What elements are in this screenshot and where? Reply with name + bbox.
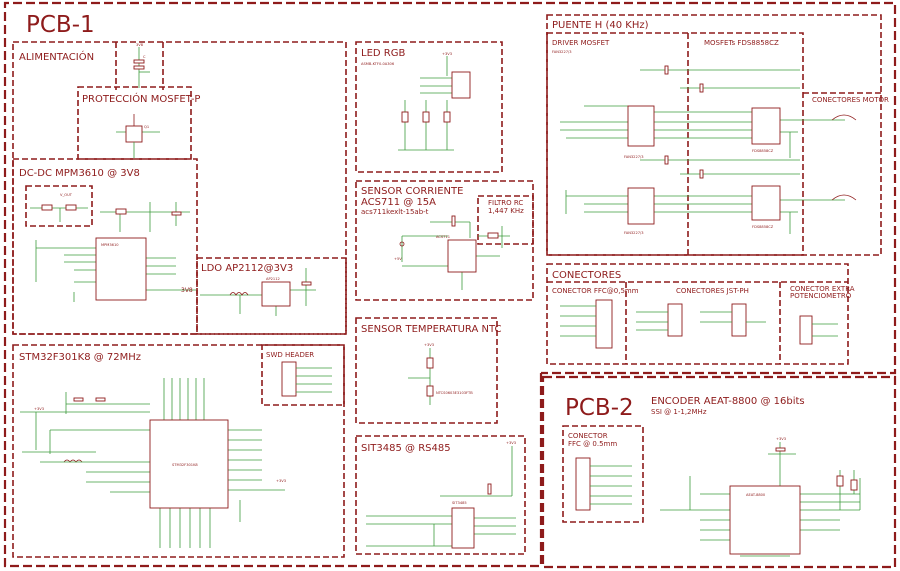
fds8858-upper-chip xyxy=(751,107,781,145)
section-ntc xyxy=(355,317,498,424)
rs485-wiring xyxy=(366,446,516,547)
rs485-title: SIT3485 @ RS485 xyxy=(361,443,451,454)
corriente-subtitle: acs711kexlt-15ab-t xyxy=(361,208,429,216)
vout-net: V_OUT xyxy=(60,193,73,197)
ldo-title: LDO AP2112@3V3 xyxy=(201,263,293,274)
fds8858-lower-label: FDS8858CZ xyxy=(752,225,774,229)
stm32-title: STM32F301K8 @ 72MHz xyxy=(19,352,141,363)
fan3227-lower-chip xyxy=(627,187,655,225)
input-capacitor: C xyxy=(133,47,150,88)
acs711-chip xyxy=(447,239,477,273)
pot-title: CONECTOR EXTRA xyxy=(790,285,855,293)
pcb2-title: PCB-2 xyxy=(565,395,634,421)
mpm3610-label: MPM3610 xyxy=(101,243,119,247)
corriente-title2: ACS711 @ 15A xyxy=(361,197,436,208)
dcdc-title: DC-DC MPM3610 @ 3V8 xyxy=(19,168,140,179)
conectores-title: CONECTORES xyxy=(552,270,621,281)
svg-text:+3V3: +3V3 xyxy=(424,343,434,347)
fan3227-upper-label: FAN3227/3 xyxy=(624,155,644,159)
ffc2-box xyxy=(562,425,644,523)
section-led-rgb xyxy=(355,41,503,173)
section-conectores xyxy=(546,263,849,365)
stm32-3v3-net: +3V3 xyxy=(34,407,44,411)
sit3485-chip xyxy=(451,507,475,549)
ffc1-title: CONECTOR FFC@0,5mm xyxy=(552,287,639,295)
pcb1-frame xyxy=(3,1,897,568)
stm32-label: STM32F301K8 xyxy=(172,463,198,467)
filtro-rc-box xyxy=(477,195,534,245)
filtro-title: FILTRO RC xyxy=(488,199,523,207)
fan3227-upper-chip xyxy=(627,105,655,147)
ap2112-chip xyxy=(261,281,291,307)
rs485-3v3-net: +3V3 xyxy=(506,441,516,445)
section-ldo xyxy=(196,257,347,335)
dcdc-output-net: 3V8 xyxy=(181,287,193,294)
encoder-title: ENCODER AEAT-8800 @ 16bits xyxy=(651,396,805,407)
ffc2-title: CONECTOR xyxy=(568,432,608,440)
filtro-value: 1,447 KHz xyxy=(488,207,524,215)
stm32-chip xyxy=(149,419,229,509)
ap2112-label: AP2112 xyxy=(266,277,280,281)
section-rs485 xyxy=(355,435,526,555)
aeat8800-chip xyxy=(729,485,801,555)
swd-header xyxy=(281,361,332,397)
sit3485-label: SIT3485 xyxy=(452,501,467,505)
aeat8800-label: AEAT-8800 xyxy=(746,493,766,497)
motor-title: CONECTORES MOTOR xyxy=(812,96,889,104)
alimentacion-title: ALIMENTACIÓN xyxy=(19,50,94,63)
section-stm32 xyxy=(12,344,345,558)
ntc-wiring: +3V3 xyxy=(408,343,434,405)
swd-title: SWD HEADER xyxy=(266,351,314,359)
corriente-5v-net: +5V xyxy=(394,257,402,261)
section-dcdc xyxy=(12,158,198,335)
connector-bodies xyxy=(560,299,838,349)
mosfets-title: MOSFETs FDS8858CZ xyxy=(704,39,779,47)
led-subtitle: ASMB-KTF0-0A306 xyxy=(361,62,395,66)
puente-title: PUENTE H (40 KHz) xyxy=(552,20,649,31)
ffc2-connector xyxy=(575,457,632,511)
input-3v8-net: 3V8 xyxy=(136,43,144,47)
section-proteccion xyxy=(77,86,192,160)
led-title: LED RGB xyxy=(361,48,405,59)
proteccion-title: PROTECCIÓN MOSFET-P xyxy=(82,92,200,105)
swd-box xyxy=(261,344,345,406)
pcb2-frame xyxy=(541,375,897,569)
encoder-subtitle: SSI @ 1-1,2MHz xyxy=(651,408,707,416)
dcdc-wiring xyxy=(30,202,196,302)
mpm3610-chip xyxy=(95,237,147,301)
driver-title: DRIVER MOSFET xyxy=(552,39,610,47)
encoder-3v3-net: +3V3 xyxy=(776,437,786,441)
ffc2-title2: FFC @ 0.5mm xyxy=(568,440,617,448)
jst-title: CONECTORES JST-PH xyxy=(676,287,749,295)
mosfet-p: Q1 xyxy=(116,114,160,158)
fds8858-lower-chip xyxy=(751,185,781,221)
fan3227-lower-label: FAN3227/3 xyxy=(624,231,644,235)
svg-text:Q1: Q1 xyxy=(144,125,149,129)
fds8858-upper-label: FDS8858CZ xyxy=(752,149,774,153)
ntc-title: SENSOR TEMPERATURA NTC xyxy=(361,324,501,335)
vout-divider-box xyxy=(25,185,93,227)
driver-mosfets-box xyxy=(546,32,804,256)
corriente-wiring xyxy=(399,215,510,290)
svg-text:C: C xyxy=(143,55,146,59)
encoder-wiring xyxy=(660,442,861,557)
pot-title2: POTENCIOMETRO xyxy=(790,292,852,300)
corriente-title: SENSOR CORRIENTE xyxy=(361,186,463,197)
acs711-label: ACS711 xyxy=(436,235,450,239)
pcb1-title: PCB-1 xyxy=(26,12,95,38)
stm32-wiring xyxy=(20,378,285,548)
svg-text:+3V3: +3V3 xyxy=(442,52,452,56)
ldo-wiring xyxy=(200,268,316,316)
led-wiring: +3V3 xyxy=(398,52,471,151)
stm32-3v3-net-right: +3V3 xyxy=(276,479,286,483)
section-puente-h xyxy=(546,14,882,256)
lower-bridge-wiring xyxy=(565,155,857,234)
driver-subtitle: FAN3227/3 xyxy=(552,50,572,54)
ntc-part: NTCS0603E3103FTB xyxy=(436,391,473,395)
upper-bridge-wiring xyxy=(560,65,857,158)
